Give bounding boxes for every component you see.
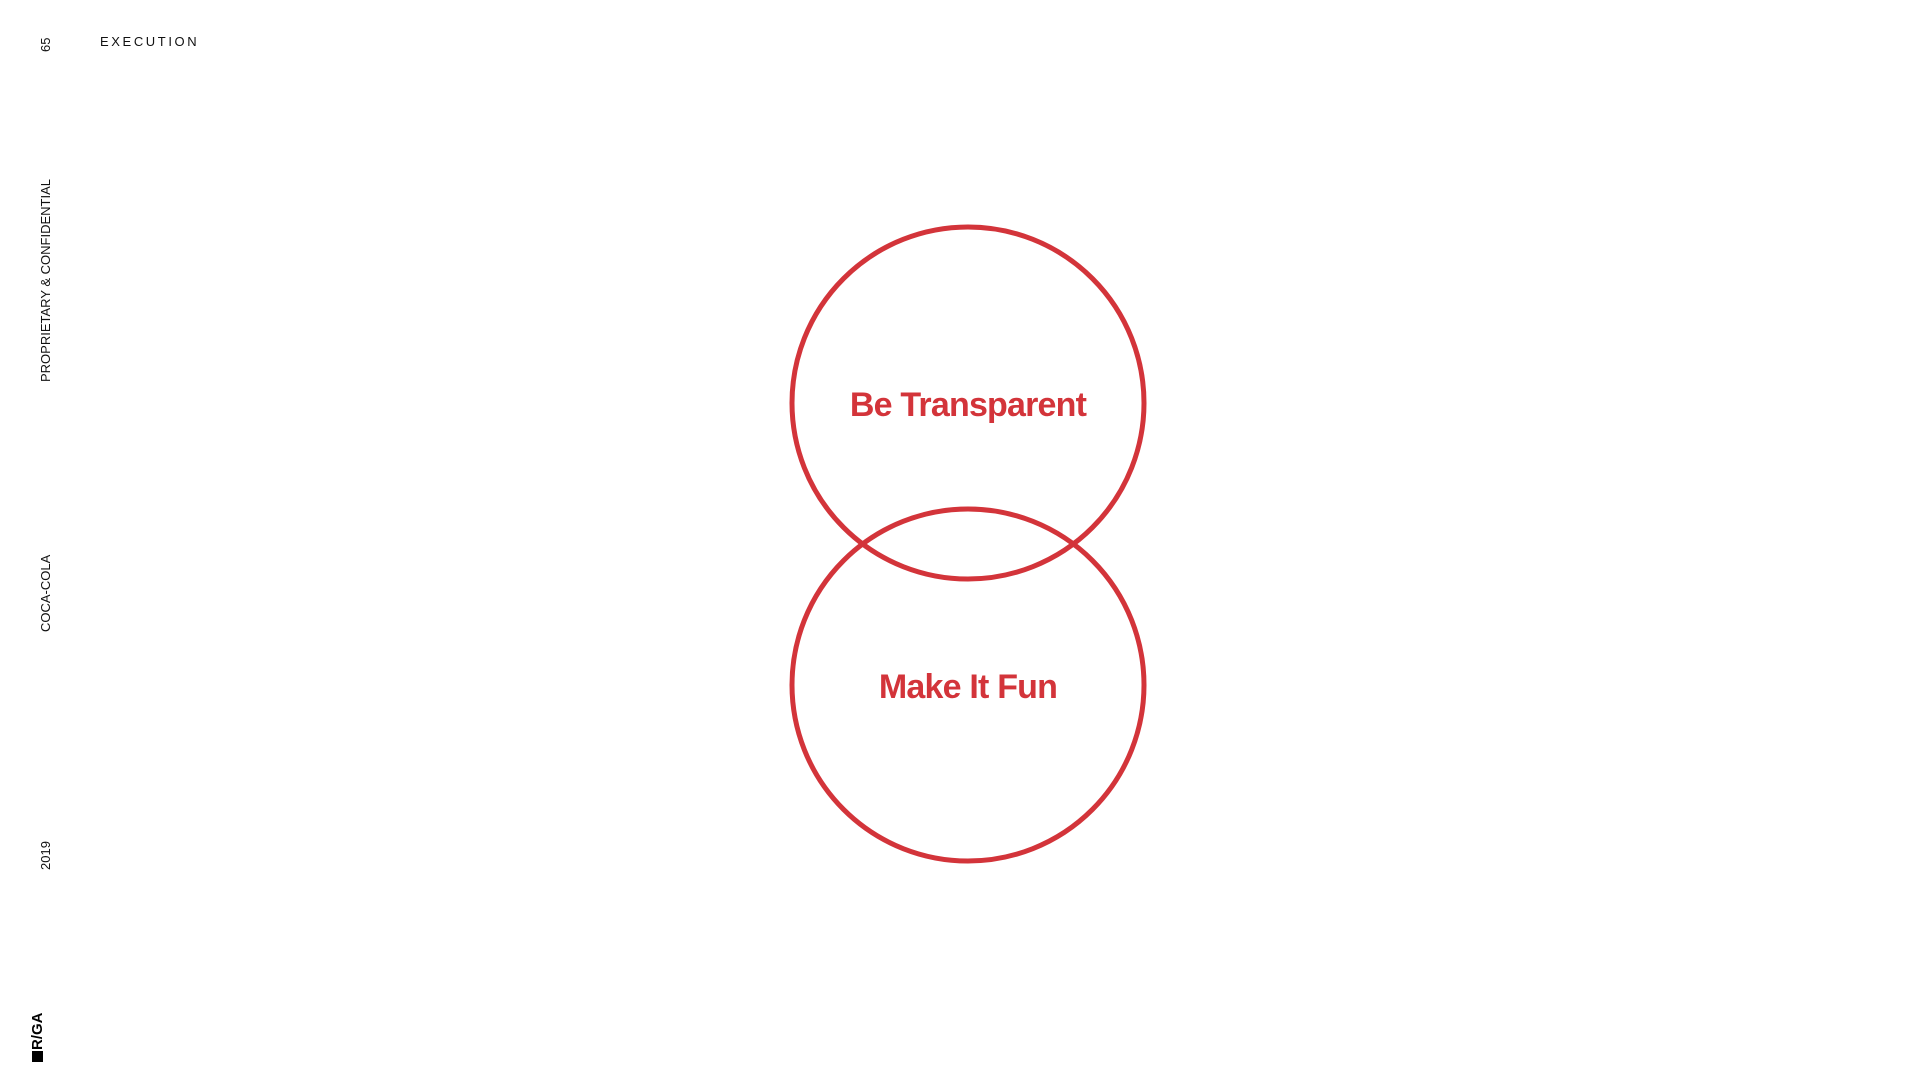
circle-be-transparent xyxy=(789,224,1147,582)
label-make-it-fun: Make It Fun xyxy=(879,668,1057,706)
section-title: EXECUTION xyxy=(100,34,200,49)
circle-make-it-fun xyxy=(789,506,1147,864)
label-be-transparent: Be Transparent xyxy=(850,386,1087,424)
